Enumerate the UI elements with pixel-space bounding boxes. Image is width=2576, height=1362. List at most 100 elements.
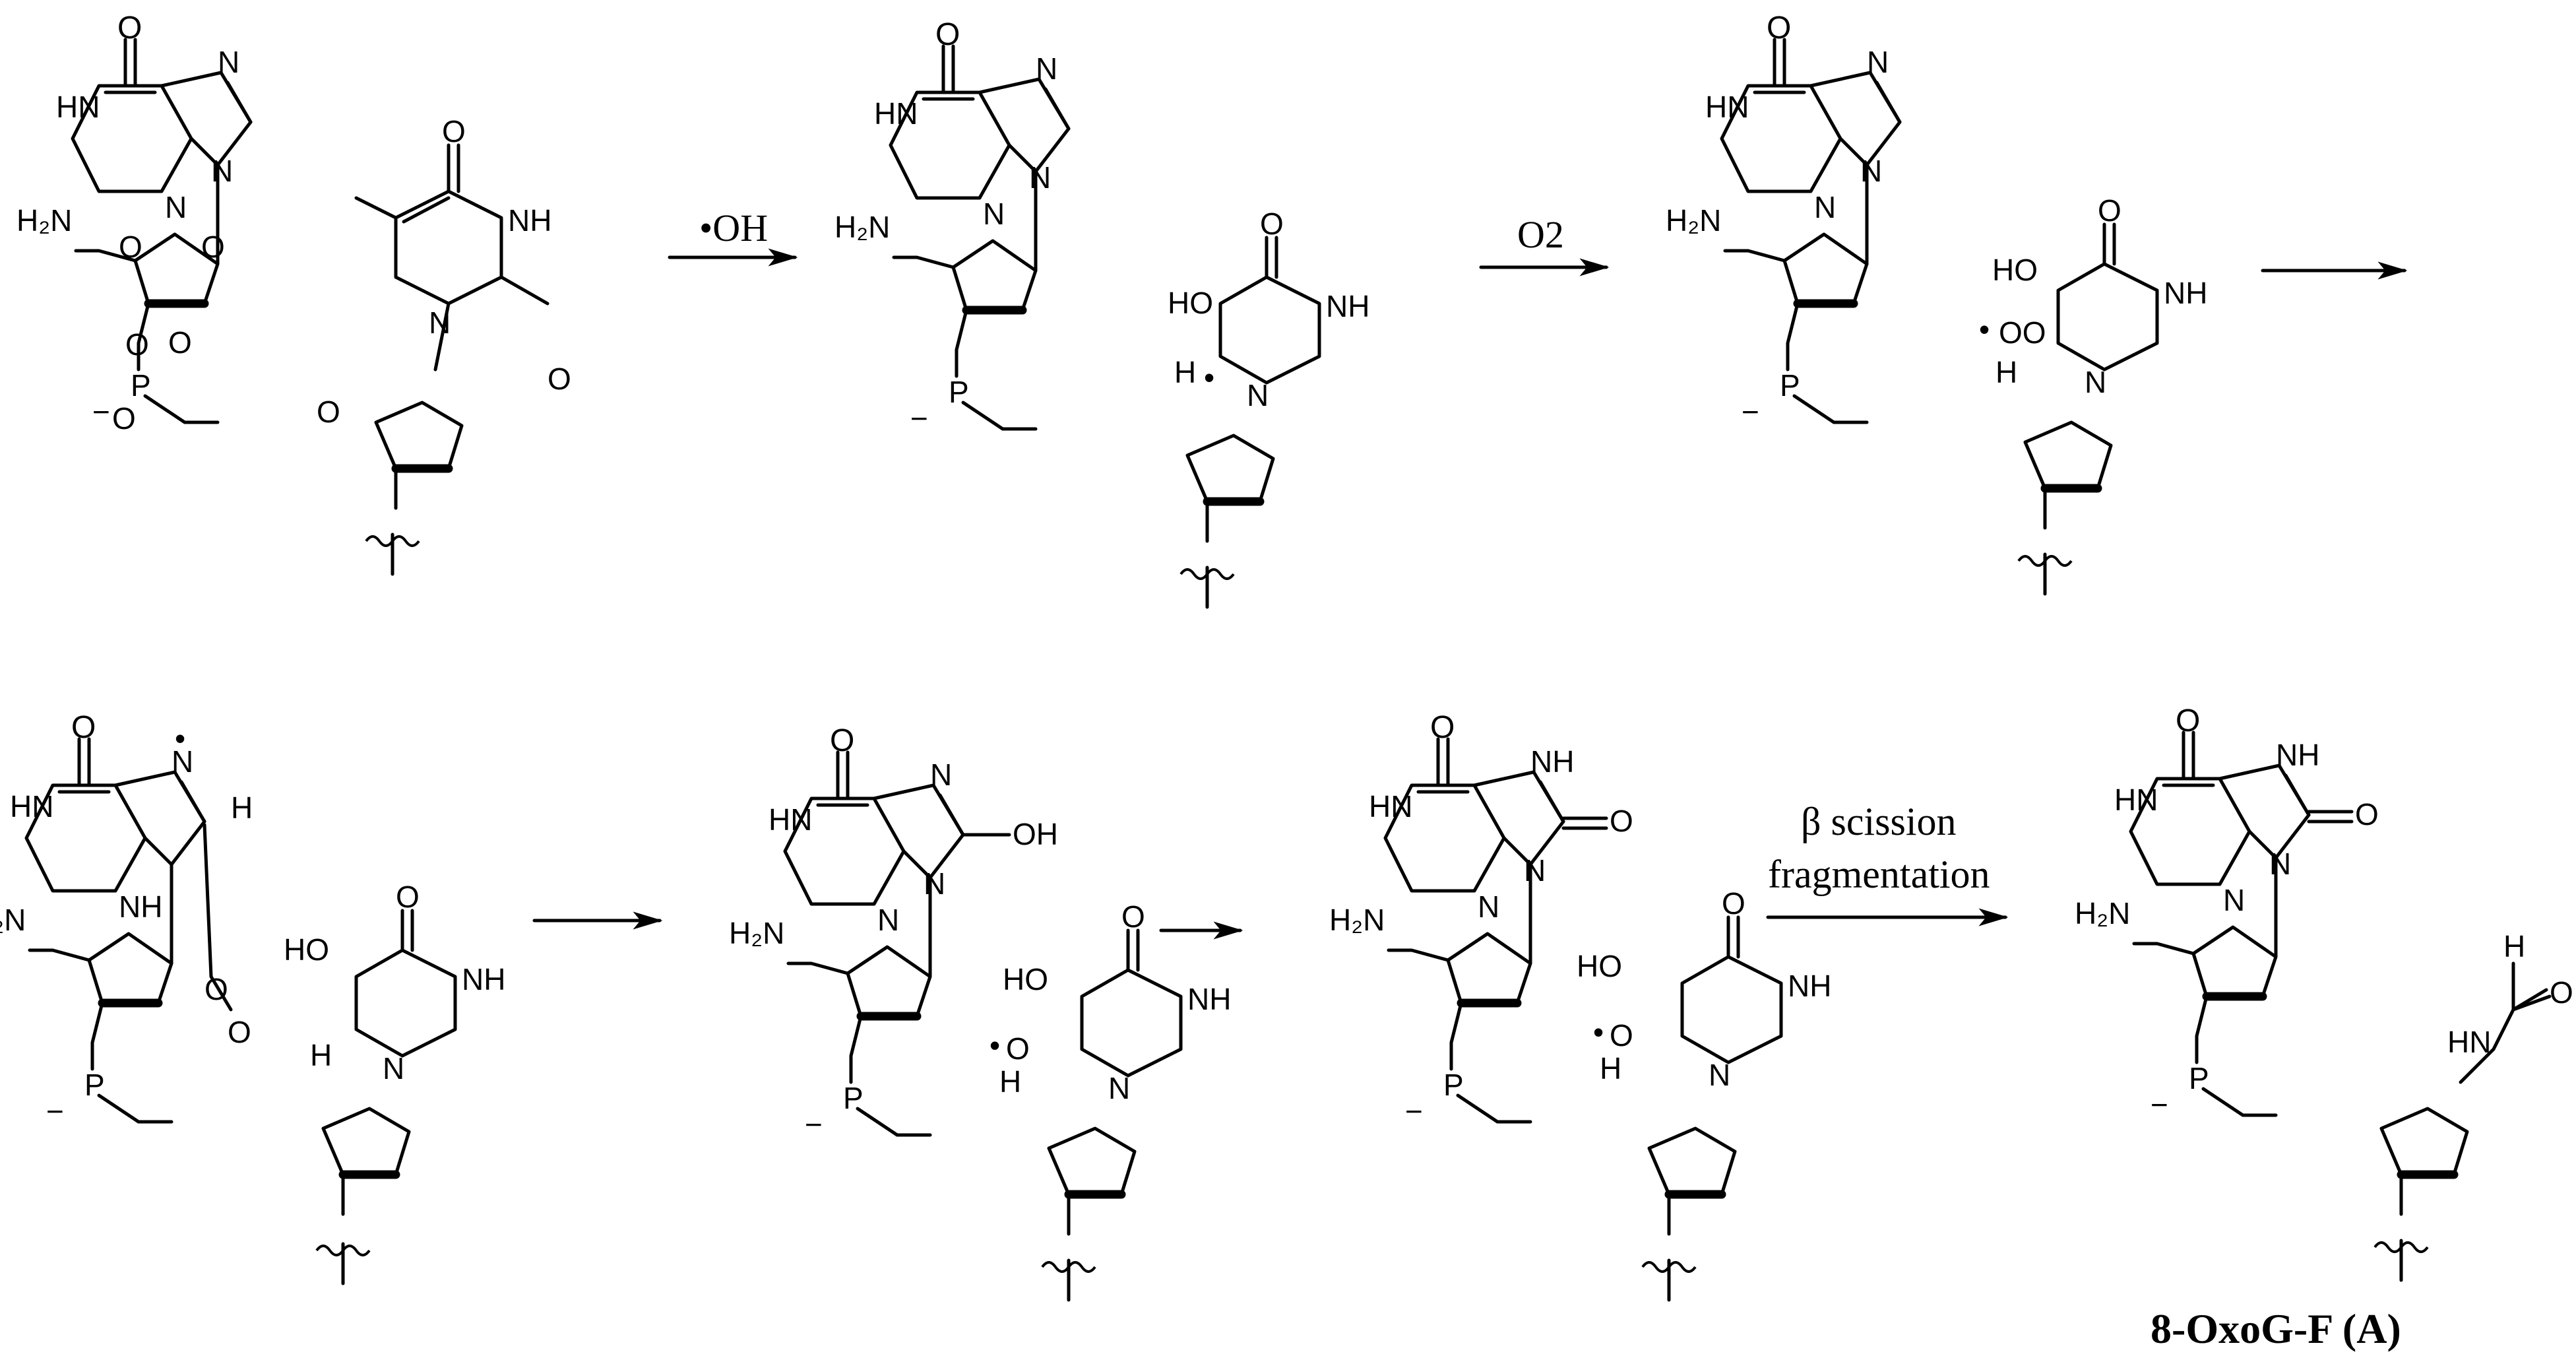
atom-n7: N: [218, 45, 239, 79]
atom-t-h: H: [310, 1038, 332, 1072]
atom-t-ho: HO: [1003, 962, 1048, 996]
atom-o5: O: [119, 230, 142, 264]
atom-o-carbonyl: O: [830, 723, 854, 758]
charge-minus: −: [2151, 1087, 2168, 1122]
atom-n3: N: [2223, 883, 2245, 917]
atom-t-nh: NH: [1326, 289, 1369, 323]
atom-o5-lower: O: [317, 395, 340, 429]
atom-t-h: H: [1174, 355, 1196, 389]
radical-dot: •: [990, 1028, 1000, 1062]
atom-n7h: NH: [2276, 738, 2319, 772]
atom-p: P: [1443, 1068, 1464, 1102]
atom-t-o4: O: [396, 880, 420, 914]
arrow-label-oh-radical: •OH: [699, 207, 768, 249]
atom-c8-o: O: [2355, 797, 2379, 831]
structure-dinucleotide-start: O HN N N N H₂N O O P O − O O O O NH O N: [16, 11, 571, 574]
atom-t-o4: O: [2098, 193, 2121, 228]
charge-minus: −: [910, 401, 928, 436]
atom-p-o: O: [168, 325, 192, 360]
arrow-step-1: •OH: [668, 207, 798, 267]
atom-t-nh: NH: [462, 962, 505, 996]
atom-t-ho: HO: [1992, 253, 2038, 287]
atom-p: P: [2189, 1061, 2209, 1095]
atom-o-carbonyl: O: [1767, 11, 1791, 46]
atom-t-o2: O: [548, 362, 571, 396]
atom-hn: HN: [874, 96, 918, 131]
atom-hn: HN: [10, 789, 53, 824]
atom-n3: N: [877, 903, 899, 937]
atom-o-carbonyl: O: [71, 710, 96, 745]
atom-n3h: NH: [119, 890, 162, 924]
atom-p: P: [84, 1068, 105, 1102]
atom-nh2: H₂N: [2075, 896, 2130, 930]
atom-n7: N: [172, 744, 193, 779]
atom-hn: HN: [56, 90, 100, 124]
charge-minus: −: [92, 395, 110, 429]
atom-t-o4: O: [442, 114, 466, 148]
atom-t-o4: O: [1260, 207, 1284, 241]
structure-8-hydroxy-guanine: O HN N N N OH H₂N P − O HO • O H NH N: [729, 723, 1231, 1300]
atom-nh2: H₂N: [1666, 203, 1721, 238]
atom-n7h: NH: [1530, 744, 1574, 779]
atom-t-nh: NH: [2164, 276, 2207, 310]
atom-t-n1: N: [1709, 1058, 1730, 1092]
atom-t-h: H: [999, 1064, 1021, 1099]
atom-t-h: H: [1600, 1051, 1621, 1086]
atom-t-oo: OO: [1999, 315, 2046, 350]
charge-minus: −: [1405, 1094, 1423, 1128]
arrow-step-2: O2: [1479, 213, 1610, 276]
atom-t-n1: N: [1247, 378, 1269, 412]
atom-t-n1: N: [383, 1051, 404, 1086]
arrow-step-6: β scission fragmentation: [1766, 800, 2009, 926]
atom-t-o4: O: [1722, 886, 1745, 921]
radical-dot: •: [1593, 1015, 1604, 1049]
atom-t-o-radical: O: [1006, 1031, 1030, 1066]
arrow-label-o2: O2: [1517, 213, 1564, 256]
atom-nh2: H₂N: [0, 903, 26, 937]
atom-c8-oh: OH: [1013, 817, 1058, 851]
atom-n3: N: [1814, 190, 1836, 224]
atom-sugar-o: O: [201, 230, 225, 264]
atom-n9: N: [211, 154, 233, 188]
atom-o-carbonyl: O: [935, 17, 960, 52]
atom-t-ho: HO: [284, 932, 329, 967]
atom-p: P: [949, 375, 969, 409]
charge-minus: −: [805, 1107, 823, 1142]
atom-c8-o: O: [1610, 804, 1633, 838]
atom-p: P: [843, 1081, 864, 1115]
atom-nh2: H₂N: [1329, 903, 1385, 937]
atom-o-carbonyl: O: [117, 11, 142, 46]
atom-n7: N: [1867, 45, 1889, 79]
atom-n3: N: [165, 190, 187, 224]
atom-o-minus: O: [112, 401, 136, 436]
product-label: 8-OxoG-F (A): [2151, 1305, 2401, 1352]
atom-peroxide-o2: O: [228, 1015, 251, 1049]
atom-t-n1: N: [2085, 365, 2106, 399]
atom-n9: N: [1524, 853, 1546, 888]
atom-o-carbonyl: O: [1430, 710, 1455, 745]
atom-t-ho: HO: [1577, 949, 1622, 983]
charge-minus: −: [46, 1094, 64, 1128]
atom-formamide-nh: HN: [2447, 1025, 2491, 1059]
structure-peroxyl-radical: O HN N N N H₂N P − O HO • OO H NH N: [1666, 11, 2207, 594]
atom-o3: O: [125, 327, 149, 362]
atom-p: P: [131, 368, 151, 403]
structure-thymine-radical: O HN N N N H₂N P − O HO H • NH N: [834, 17, 1369, 607]
atom-n3: N: [1478, 890, 1499, 924]
atom-n3: N: [983, 197, 1005, 231]
atom-t-n1: N: [429, 306, 451, 340]
atom-t-nh: NH: [1187, 982, 1231, 1016]
atom-peroxide-o1: O: [204, 972, 228, 1006]
structure-8-oxoguanine-alkoxyl: O HN N NH N O H₂N P − O HO • O H NH N: [1329, 710, 1831, 1300]
atom-n7: N: [1036, 51, 1057, 86]
atom-t-nh: NH: [508, 203, 551, 238]
atom-t-o4: O: [1121, 899, 1145, 934]
atom-t-h: H: [1995, 355, 2017, 389]
atom-hn: HN: [1705, 90, 1749, 124]
atom-n9: N: [1029, 160, 1051, 195]
atom-p: P: [1780, 368, 1800, 403]
charge-minus: −: [1742, 395, 1759, 429]
radical-dot: •: [1204, 360, 1214, 395]
atom-formyl-o: O: [2550, 975, 2573, 1010]
